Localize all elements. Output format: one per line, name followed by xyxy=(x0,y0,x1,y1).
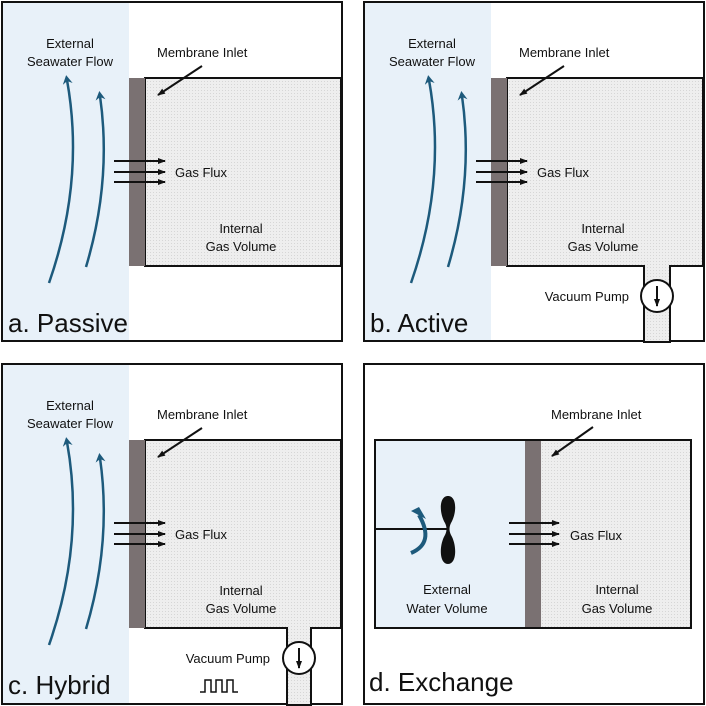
gas-label-1: Internal xyxy=(219,583,262,598)
flow-arrow-icon xyxy=(47,75,75,284)
panel-hybrid: External Seawater Flow Membrane Inlet Ga… xyxy=(1,363,343,706)
pump-label: Vacuum Pump xyxy=(545,289,629,304)
panel-title: d. Exchange xyxy=(369,667,514,697)
vacuum-pump-icon xyxy=(282,641,316,675)
flow-label-1: External xyxy=(46,398,94,413)
flow-label-2: Seawater Flow xyxy=(27,54,114,69)
panel-title: a. Passive xyxy=(8,308,128,338)
membrane-pointer-icon xyxy=(157,65,203,96)
flow-label-2: Seawater Flow xyxy=(389,54,476,69)
flow-arrow-icon xyxy=(47,437,75,646)
vacuum-pump-icon xyxy=(640,279,674,313)
panel-passive: External Seawater Flow Membrane Inlet Ga… xyxy=(1,1,343,342)
flow-label-1: External xyxy=(408,36,456,51)
gas-flux-arrows-icon xyxy=(476,158,528,185)
flow-arrow-icon xyxy=(84,453,106,630)
gas-flux-arrows-icon xyxy=(509,520,560,547)
flow-arrow-icon xyxy=(446,91,468,268)
seawater-region xyxy=(3,3,129,340)
membrane-label: Membrane Inlet xyxy=(157,407,248,422)
panel-active: External Seawater Flow Membrane Inlet Ga… xyxy=(363,1,705,343)
flow-label-2: Seawater Flow xyxy=(27,416,114,431)
flow-arrow-icon xyxy=(409,75,437,284)
gas-label-2: Gas Volume xyxy=(582,601,653,616)
gas-volume-box xyxy=(506,77,704,267)
gas-volume-box xyxy=(144,77,342,267)
propeller-icon xyxy=(440,496,456,564)
panel-exchange: Membrane Inlet Gas Flux External Water V… xyxy=(363,363,705,705)
panel-title: b. Active xyxy=(370,308,468,338)
panel-title: c. Hybrid xyxy=(8,670,111,700)
seawater-region xyxy=(3,365,129,703)
membrane-pointer-icon xyxy=(551,426,594,457)
membrane-label: Membrane Inlet xyxy=(551,407,642,422)
gas-flux-label: Gas Flux xyxy=(537,165,590,180)
gas-volume-box xyxy=(540,441,690,627)
gas-label-1: Internal xyxy=(581,221,624,236)
gas-label-1: Internal xyxy=(595,582,638,597)
pulse-wave-icon xyxy=(200,679,238,693)
gas-flux-label: Gas Flux xyxy=(175,165,228,180)
seawater-region xyxy=(365,3,491,340)
gas-flux-label: Gas Flux xyxy=(175,527,228,542)
gas-label-1: Internal xyxy=(219,221,262,236)
water-label-1: External xyxy=(423,582,471,597)
gas-label-2: Gas Volume xyxy=(206,239,277,254)
flow-arrow-icon xyxy=(84,91,106,268)
water-label-2: Water Volume xyxy=(406,601,487,616)
rotation-arrow-icon xyxy=(410,514,428,555)
membrane-label: Membrane Inlet xyxy=(519,45,610,60)
pump-label: Vacuum Pump xyxy=(186,651,270,666)
gas-flux-arrows-icon xyxy=(114,158,166,185)
membrane-pointer-icon xyxy=(519,65,565,96)
flow-label-1: External xyxy=(46,36,94,51)
gas-flux-label: Gas Flux xyxy=(570,528,623,543)
gas-label-2: Gas Volume xyxy=(568,239,639,254)
membrane-label: Membrane Inlet xyxy=(157,45,248,60)
gas-label-2: Gas Volume xyxy=(206,601,277,616)
gas-flux-arrows-icon xyxy=(114,520,166,547)
gas-volume-box xyxy=(144,439,342,629)
membrane-pointer-icon xyxy=(157,427,203,458)
